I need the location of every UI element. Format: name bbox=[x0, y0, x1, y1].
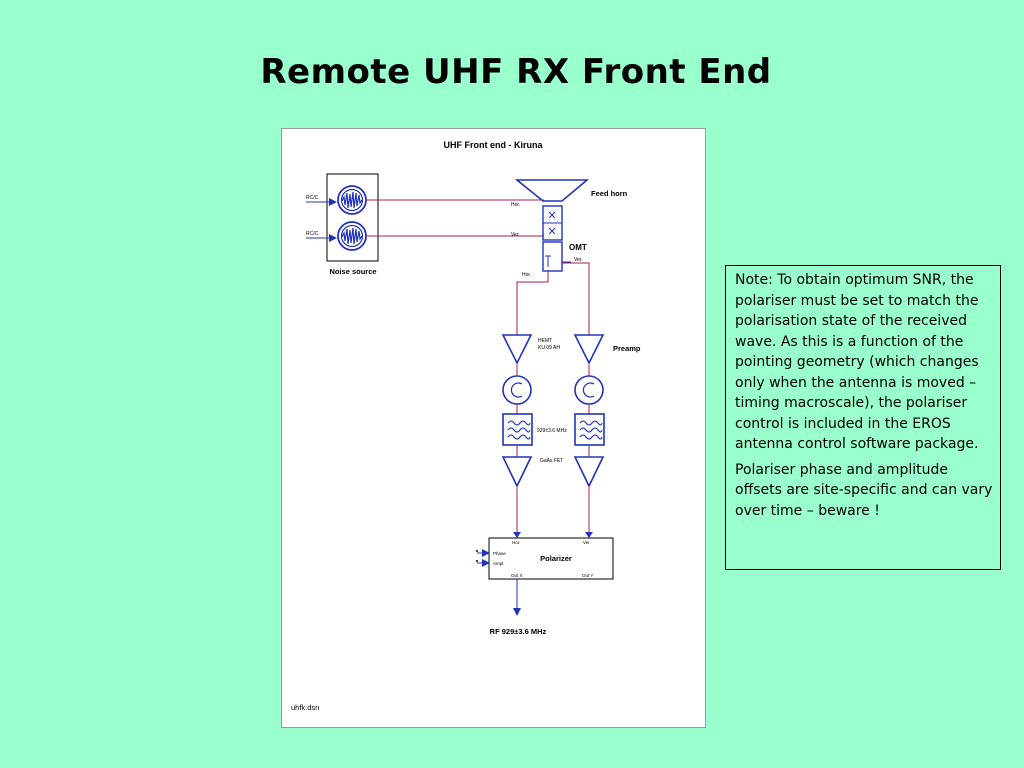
hor-input-label: Hor. bbox=[511, 202, 520, 208]
omt-icon bbox=[542, 241, 563, 272]
filter-ver-icon bbox=[574, 413, 605, 446]
hor-out-line bbox=[516, 271, 549, 335]
polarizer-outy-label: Out Y bbox=[582, 573, 593, 578]
preamp-hor-icon bbox=[501, 334, 533, 365]
coupler-hor-icon bbox=[548, 211, 556, 219]
isolator-hor-icon bbox=[502, 375, 532, 405]
noise-source-2-icon bbox=[337, 221, 367, 251]
preamp-label: Preamp bbox=[613, 344, 641, 353]
amp-hor-icon bbox=[501, 456, 533, 488]
noise-source: Noise source bbox=[326, 173, 379, 276]
coupler-ver-icon bbox=[548, 227, 556, 235]
rc-label-1: RC/C bbox=[306, 195, 319, 201]
filter-hor-icon bbox=[502, 413, 533, 446]
hemt-label-1: HEMT bbox=[538, 338, 552, 344]
polarizer-hor-label: Hor. bbox=[512, 540, 520, 545]
polarizer-ver-label: Ver. bbox=[583, 540, 591, 545]
polarizer-phase-label: Phase bbox=[493, 551, 506, 556]
slide-title: Remote UHF RX Front End bbox=[260, 52, 772, 92]
noise-source-1-icon bbox=[337, 185, 367, 215]
polarizer-label: Polarizer bbox=[540, 554, 572, 563]
isolator-ver-icon bbox=[574, 375, 604, 405]
note-box: Note: To obtain optimum SNR, the polaris… bbox=[725, 265, 1001, 570]
ver-input-label: Ver. bbox=[511, 232, 520, 238]
preamp-ver-icon bbox=[573, 334, 605, 365]
ver-out-label: Ver. bbox=[574, 257, 583, 263]
hor-out-label: Hor. bbox=[522, 272, 531, 278]
block-diagram-svg: UHF Front end - Kiruna Noise source RC/C… bbox=[291, 140, 641, 712]
hemt-label-2: KU 09 AH bbox=[538, 345, 560, 351]
diagram-title: UHF Front end - Kiruna bbox=[444, 140, 544, 150]
polarizer-outx-label: Out X bbox=[511, 573, 523, 578]
note-paragraph-1: Note: To obtain optimum SNR, the polaris… bbox=[735, 272, 979, 452]
omt-label: OMT bbox=[569, 243, 587, 252]
amp-ver-icon bbox=[573, 456, 605, 488]
rf-output-label: RF 929±3.6 MHz bbox=[490, 627, 547, 636]
ver-out-line bbox=[562, 262, 590, 335]
block-diagram: UHF Front end - Kiruna Noise source RC/C… bbox=[281, 128, 706, 728]
filter-label: 929±3.6 MHz bbox=[537, 428, 567, 434]
noise-source-label: Noise source bbox=[329, 267, 376, 276]
feed-horn-label: Feed horn bbox=[591, 189, 628, 198]
note-paragraph-2: Polariser phase and amplitude offsets ar… bbox=[735, 461, 993, 519]
rc-label-2: RC/C bbox=[306, 231, 319, 237]
polarizer-ampl-label: Ampl. bbox=[493, 561, 505, 566]
diagram-filename: uhfk.dsn bbox=[291, 703, 319, 712]
gaas-label: GaAs FET bbox=[540, 458, 563, 464]
polarizer-box bbox=[488, 537, 614, 580]
feed-horn-icon bbox=[514, 179, 590, 202]
